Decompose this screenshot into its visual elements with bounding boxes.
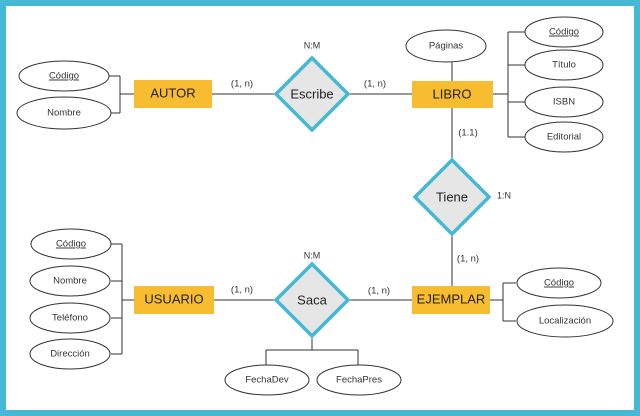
tiene-type: 1:N	[497, 190, 511, 200]
saca-right-card: (1, n)	[368, 286, 390, 297]
relationship-saca	[273, 261, 351, 339]
attr-libro-paginas	[405, 29, 487, 63]
attr-ejemplar-localizacion-label: Localización	[539, 316, 591, 327]
relationship-tiene-label: Tiene	[436, 189, 468, 204]
attr-libro-isbn-label: ISBN	[553, 97, 575, 108]
autor-attribute-links	[109, 75, 134, 114]
attr-libro-codigo	[524, 16, 604, 48]
escribe-left-card: (1, n)	[231, 79, 253, 90]
entity-usuario	[134, 286, 214, 314]
entity-libro-label: LIBRO	[432, 86, 471, 101]
attr-libro-editorial	[524, 121, 604, 153]
attr-usuario-codigo	[30, 228, 112, 260]
attr-ejemplar-codigo	[516, 267, 602, 299]
attr-libro-codigo-label: Código	[549, 27, 579, 38]
attr-usuario-direccion	[29, 338, 111, 370]
saca-attribute-links	[265, 336, 359, 365]
attr-libro-titulo	[524, 49, 604, 81]
attr-usuario-codigo-label: Código	[56, 239, 86, 250]
libro-attribute-links	[493, 31, 525, 138]
entity-ejemplar	[412, 286, 490, 314]
attr-ejemplar-localizacion	[516, 304, 614, 338]
attr-saca-fechapres	[316, 364, 402, 396]
relationship-escribe-label: Escribe	[290, 86, 333, 101]
relationship-tiene	[412, 157, 492, 237]
attr-usuario-direccion-label: Dirección	[50, 349, 90, 360]
escribe-right-card: (1, n)	[364, 79, 386, 90]
attr-autor-codigo-label: Código	[49, 71, 79, 82]
attr-libro-titulo-label: Título	[552, 60, 576, 71]
attr-saca-fechadev-label: FechaDev	[245, 375, 289, 386]
attr-usuario-nombre	[29, 265, 111, 297]
attr-usuario-telefono	[29, 302, 111, 334]
entity-autor	[134, 80, 212, 108]
attr-libro-isbn	[524, 86, 604, 118]
entity-ejemplar-label: EJEMPLAR	[417, 291, 486, 306]
tiene-top-card: (1.1)	[458, 128, 478, 139]
relationship-escribe	[273, 55, 351, 133]
attr-autor-nombre	[16, 96, 112, 130]
relationship-saca-label: Saca	[297, 292, 327, 307]
attr-usuario-telefono-label: Teléfono	[52, 313, 88, 324]
usuario-attribute-links	[111, 243, 134, 355]
attr-autor-codigo	[18, 60, 110, 92]
attr-libro-editorial-label: Editorial	[547, 132, 581, 143]
entity-autor-label: AUTOR	[150, 85, 195, 100]
ejemplar-attribute-links	[490, 282, 516, 322]
entity-usuario-label: USUARIO	[144, 291, 203, 306]
attr-usuario-nombre-label: Nombre	[53, 276, 87, 287]
saca-left-card: (1, n)	[231, 285, 253, 296]
escribe-type: N:M	[304, 40, 321, 50]
attr-saca-fechapres-label: FechaPres	[336, 375, 382, 386]
tiene-bottom-card: (1, n)	[457, 254, 479, 265]
attr-libro-paginas-label: Páginas	[429, 41, 464, 52]
attr-saca-fechadev	[224, 364, 310, 396]
saca-type: N:M	[304, 250, 321, 260]
entity-libro	[412, 81, 493, 108]
attr-autor-nombre-label: Nombre	[47, 108, 81, 119]
attr-ejemplar-codigo-label: Código	[544, 278, 574, 289]
